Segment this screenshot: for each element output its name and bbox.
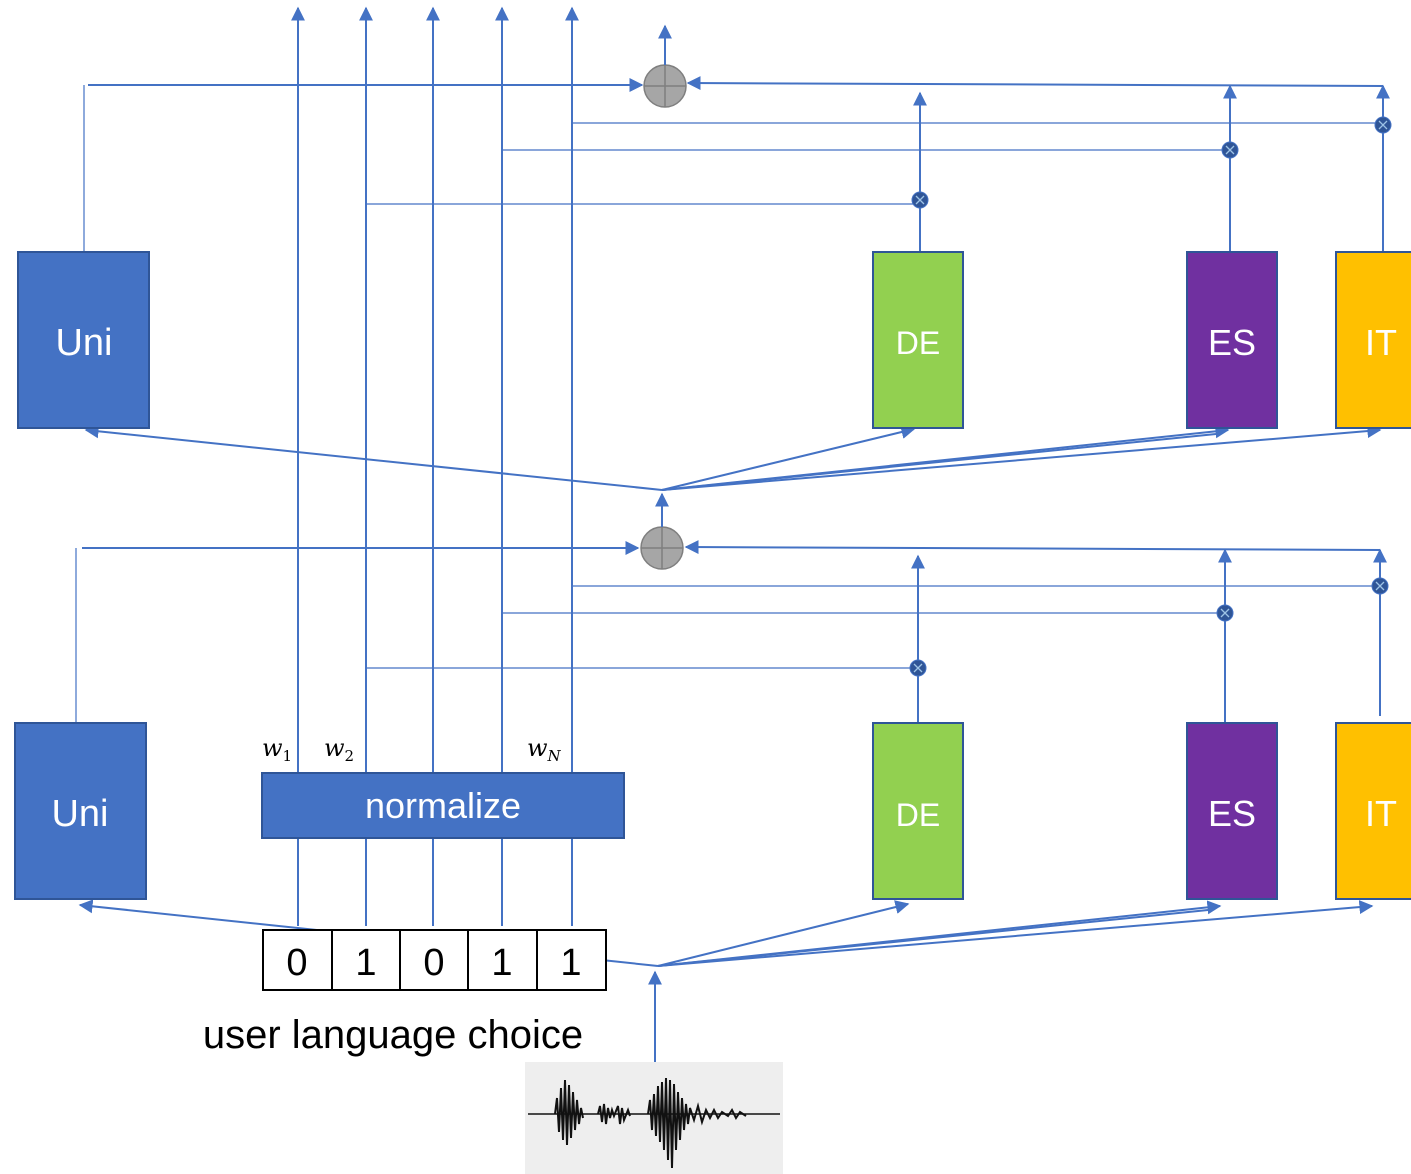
language-choice-vector: 0 1 0 1 1 bbox=[262, 929, 607, 991]
adder-icon bbox=[640, 526, 684, 570]
bit-1: 0 bbox=[286, 942, 307, 984]
bit-2: 1 bbox=[355, 942, 376, 984]
it-expert-box bbox=[1335, 722, 1411, 900]
it-label: IT bbox=[1365, 793, 1397, 834]
waveform-icon bbox=[525, 1062, 783, 1174]
layer-top: Uni DE ES IT bbox=[17, 24, 1411, 491]
weight-label-2: w2 bbox=[324, 734, 354, 765]
weight-label-1: w1 bbox=[262, 734, 292, 765]
uni-label: Uni bbox=[51, 793, 108, 835]
uni-expert-box bbox=[14, 722, 147, 900]
uni-label: Uni bbox=[55, 322, 112, 364]
weight-label-n: wN bbox=[527, 734, 562, 765]
es-label: ES bbox=[1208, 793, 1256, 834]
es-expert-box bbox=[1186, 722, 1278, 900]
de-label: DE bbox=[896, 797, 940, 833]
bit-5: 1 bbox=[560, 942, 581, 984]
layer-bottom: Uni DE ES IT bbox=[14, 492, 1411, 1062]
uni-expert-box bbox=[17, 251, 150, 429]
adder-icon bbox=[643, 64, 687, 108]
multiply-icon bbox=[909, 659, 927, 677]
de-label: DE bbox=[896, 325, 940, 361]
multiply-icon bbox=[1216, 604, 1234, 622]
es-expert-box bbox=[1186, 251, 1278, 429]
multiply-icon bbox=[1371, 577, 1389, 595]
it-label: IT bbox=[1365, 322, 1397, 363]
es-label: ES bbox=[1208, 322, 1256, 363]
language-choice-caption: user language choice bbox=[203, 1013, 583, 1057]
multiply-icon bbox=[1221, 141, 1239, 159]
multiply-icon bbox=[1374, 116, 1392, 134]
normalize-box bbox=[261, 772, 625, 839]
de-expert-box bbox=[872, 251, 964, 429]
normalize-label: normalize bbox=[365, 785, 521, 826]
it-expert-box bbox=[1335, 251, 1411, 429]
multiply-icon bbox=[911, 191, 929, 209]
de-expert-box bbox=[872, 722, 964, 900]
bit-3: 0 bbox=[423, 942, 444, 984]
bit-4: 1 bbox=[491, 942, 512, 984]
